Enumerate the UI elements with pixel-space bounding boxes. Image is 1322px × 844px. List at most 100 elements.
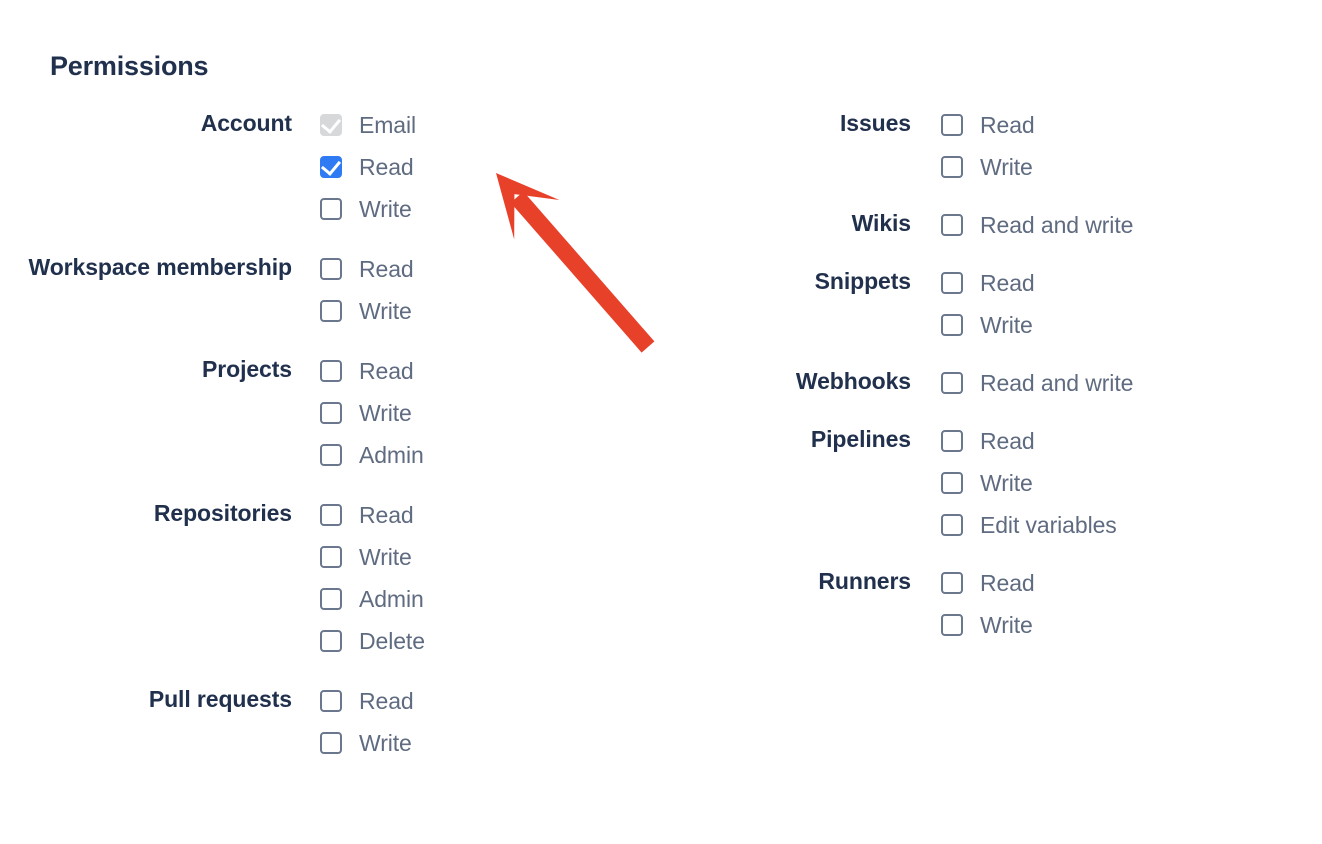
checkbox-row-workspace-membership-read[interactable]: Read bbox=[320, 248, 414, 290]
checkbox-issues-write[interactable] bbox=[941, 156, 963, 178]
checkbox-pull-requests-read[interactable] bbox=[320, 690, 342, 712]
checkbox-repositories-read[interactable] bbox=[320, 504, 342, 526]
checkbox-label-account-write: Write bbox=[359, 196, 412, 222]
group-spacer bbox=[661, 546, 1322, 562]
checkbox-row-pipelines-edit-variables[interactable]: Edit variables bbox=[941, 504, 1117, 546]
checkbox-row-account-email[interactable]: Email bbox=[320, 104, 416, 146]
checkbox-repositories-write[interactable] bbox=[320, 546, 342, 568]
group-label-projects: Projects bbox=[202, 356, 292, 382]
checkbox-row-wikis-read-and-write[interactable]: Read and write bbox=[941, 204, 1133, 246]
checkbox-projects-admin[interactable] bbox=[320, 444, 342, 466]
checkbox-row-account-write[interactable]: Write bbox=[320, 188, 416, 230]
checkbox-account-email bbox=[320, 113, 342, 136]
checkbox-repositories-admin[interactable] bbox=[320, 588, 342, 610]
checkbox-account-read[interactable] bbox=[320, 155, 342, 178]
group-label-workspace-membership: Workspace membership bbox=[28, 254, 293, 280]
checkbox-row-workspace-membership-write[interactable]: Write bbox=[320, 290, 414, 332]
checkbox-row-pull-requests-read[interactable]: Read bbox=[320, 680, 414, 722]
checkbox-label-pipelines-read: Read bbox=[980, 428, 1035, 454]
checkbox-runners-read[interactable] bbox=[941, 572, 963, 594]
checkbox-projects-write[interactable] bbox=[320, 402, 342, 424]
checkbox-label-pull-requests-write: Write bbox=[359, 730, 412, 756]
checkbox-row-projects-read[interactable]: Read bbox=[320, 350, 424, 392]
checkbox-row-account-read[interactable]: Read bbox=[320, 146, 416, 188]
checkbox-pull-requests-write[interactable] bbox=[320, 732, 342, 754]
checkbox-row-repositories-admin[interactable]: Admin bbox=[320, 578, 425, 620]
checkbox-label-account-email: Email bbox=[359, 112, 417, 138]
checkbox-label-issues-read: Read bbox=[980, 112, 1035, 138]
checkbox-row-repositories-delete[interactable]: Delete bbox=[320, 620, 425, 662]
checkbox-row-projects-admin[interactable]: Admin bbox=[320, 434, 424, 476]
checkbox-wikis-read-and-write[interactable] bbox=[941, 214, 963, 236]
checkbox-account-write[interactable] bbox=[320, 198, 342, 220]
checkbox-row-webhooks-read-and-write[interactable]: Read and write bbox=[941, 362, 1133, 404]
checkbox-label-runners-write: Write bbox=[980, 612, 1033, 638]
group-label-webhooks: Webhooks bbox=[795, 368, 911, 394]
checkbox-label-runners-read: Read bbox=[980, 570, 1035, 596]
group-label-account: Account bbox=[200, 110, 292, 136]
checkbox-snippets-read[interactable] bbox=[941, 272, 963, 294]
checkbox-label-repositories-read: Read bbox=[359, 502, 414, 528]
checkbox-label-account-read: Read bbox=[359, 154, 414, 180]
group-label-pull-requests: Pull requests bbox=[148, 686, 292, 712]
checkbox-row-pipelines-read[interactable]: Read bbox=[941, 420, 1117, 462]
checkbox-repositories-delete[interactable] bbox=[320, 630, 342, 652]
checkbox-row-pull-requests-write[interactable]: Write bbox=[320, 722, 414, 764]
checkbox-snippets-write[interactable] bbox=[941, 314, 963, 336]
checkbox-row-runners-write[interactable]: Write bbox=[941, 604, 1035, 646]
checkbox-row-projects-write[interactable]: Write bbox=[320, 392, 424, 434]
checkbox-row-snippets-read[interactable]: Read bbox=[941, 262, 1035, 304]
checkbox-workspace-membership-write[interactable] bbox=[320, 300, 342, 322]
group-label-wikis: Wikis bbox=[851, 210, 911, 236]
checkbox-webhooks-read-and-write[interactable] bbox=[941, 372, 963, 394]
checkbox-row-pipelines-write[interactable]: Write bbox=[941, 462, 1117, 504]
checkbox-label-snippets-write: Write bbox=[980, 312, 1033, 338]
checkmark-icon bbox=[320, 113, 342, 134]
checkbox-row-repositories-read[interactable]: Read bbox=[320, 494, 425, 536]
checkbox-label-repositories-delete: Delete bbox=[359, 628, 425, 654]
checkbox-label-issues-write: Write bbox=[980, 154, 1033, 180]
group-label-pipelines: Pipelines bbox=[810, 426, 911, 452]
checkbox-issues-read[interactable] bbox=[941, 114, 963, 136]
group-label-runners: Runners bbox=[818, 568, 911, 594]
checkbox-row-issues-write[interactable]: Write bbox=[941, 146, 1035, 188]
group-label-repositories: Repositories bbox=[153, 500, 292, 526]
checkbox-label-workspace-membership-read: Read bbox=[359, 256, 414, 282]
checkmark-icon bbox=[320, 155, 342, 176]
checkbox-pipelines-read[interactable] bbox=[941, 430, 963, 452]
checkbox-label-pipelines-write: Write bbox=[980, 470, 1033, 496]
checkbox-label-projects-write: Write bbox=[359, 400, 412, 426]
group-options-wikis: Read and write bbox=[911, 204, 1133, 246]
checkbox-projects-read[interactable] bbox=[320, 360, 342, 382]
group-spacer bbox=[0, 230, 661, 248]
checkbox-row-issues-read[interactable]: Read bbox=[941, 104, 1035, 146]
checkbox-pipelines-edit-variables[interactable] bbox=[941, 514, 963, 536]
group-spacer bbox=[661, 188, 1322, 204]
checkbox-row-snippets-write[interactable]: Write bbox=[941, 304, 1035, 346]
checkbox-label-projects-admin: Admin bbox=[359, 442, 424, 468]
checkbox-runners-write[interactable] bbox=[941, 614, 963, 636]
checkbox-label-repositories-write: Write bbox=[359, 544, 412, 570]
checkbox-row-repositories-write[interactable]: Write bbox=[320, 536, 425, 578]
group-label-issues: Issues bbox=[839, 110, 911, 136]
group-spacer bbox=[0, 476, 661, 494]
checkbox-workspace-membership-read[interactable] bbox=[320, 258, 342, 280]
checkbox-pipelines-write[interactable] bbox=[941, 472, 963, 494]
checkbox-row-runners-read[interactable]: Read bbox=[941, 562, 1035, 604]
